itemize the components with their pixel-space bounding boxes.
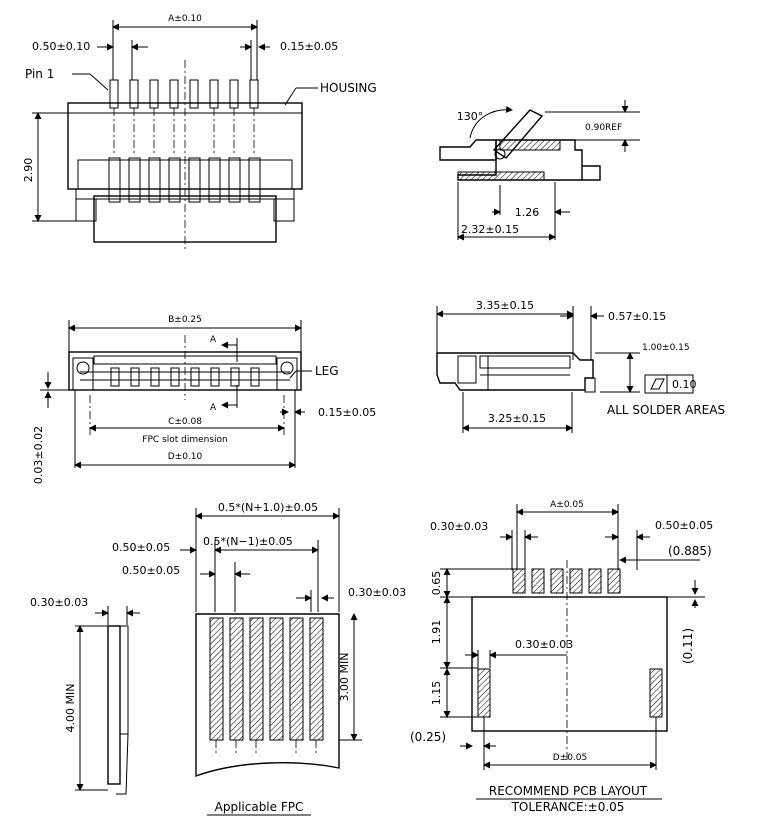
fpc-view: 0.30±0.03 4.00 MIN 0.5*(N+1.0)±0.05 0.5*…: [30, 501, 406, 816]
front-dim-c: C±0.08: [168, 417, 202, 427]
fpc-dim-inner: 0.5*(N−1)±0.05: [203, 535, 293, 548]
pcb-dim-191: 1.91: [430, 620, 443, 645]
side-view: 130° 0.90REF 1.26 2.32±0.15: [439, 100, 640, 241]
housing-label: HOUSING: [320, 81, 377, 95]
front-dim-leg: 0.15±0.05: [318, 406, 376, 419]
solder-note: ALL SOLDER AREAS: [607, 403, 725, 417]
pcb-dim-0885: (0.885): [668, 544, 712, 558]
side2-dim-100: 1.00±0.15: [642, 343, 690, 353]
front-view: B±0.25 A A LEG C±0.08 FPC: [32, 315, 376, 484]
fpc-slot-label: FPC slot dimension: [142, 435, 227, 445]
pcb-dim-065: 0.65: [430, 571, 443, 596]
pcb-dim-d: D±0.05: [553, 753, 588, 763]
fpc-dim-050b: 0.50±0.05: [122, 564, 180, 577]
fpc-dim-050a: 0.50±0.05: [112, 541, 170, 554]
top-pins: [109, 79, 259, 109]
front-dim-003: 0.03±0.02: [32, 426, 45, 484]
front-dim-b: B±0.25: [168, 315, 202, 325]
side-dim-ref: 0.90REF: [585, 123, 622, 133]
side-dim-126: 1.26: [515, 206, 540, 219]
pcb-dim-025: (0.25): [410, 730, 446, 744]
section-a-bottom: A: [210, 403, 217, 413]
pcb-tolerance: TOLERANCE:±0.05: [511, 800, 625, 814]
fpc-dim-300min: 3.00 MIN: [338, 653, 351, 702]
flatness-value: 0.10: [672, 378, 697, 391]
pcb-dim-030a: 0.30±0.03: [430, 520, 488, 533]
top-dim-pitch: 0.50±0.10: [32, 40, 90, 53]
bottom-pins: [108, 157, 261, 203]
pcb-dim-030b: 0.30±0.03: [515, 638, 573, 651]
side2-dim-335: 3.35±0.15: [476, 299, 534, 312]
pin1-label: Pin 1: [25, 67, 54, 81]
fpc-caption: Applicable FPC: [215, 800, 304, 814]
pcb-dim-011: (0.11): [681, 628, 695, 664]
fpc-dim-thickness: 0.30±0.03: [30, 596, 88, 609]
pcb-dim-115: 1.15: [430, 681, 443, 706]
side2-dim-325: 3.25±0.15: [488, 412, 546, 425]
side-view-closed: 3.35±0.15 0.57±0.15 1.00±0.15 0.10 ALL S…: [436, 299, 725, 433]
pcb-dim-a: A±0.05: [550, 500, 584, 510]
pcb-layout-view: A±0.05 0.30±0.03 0.50±0.05 (0.885) 0.65 …: [410, 500, 713, 814]
side2-dim-057: 0.57±0.15: [608, 310, 666, 323]
fpc-dim-400min: 4.00 MIN: [64, 684, 77, 733]
top-dim-pin-width: 0.15±0.05: [280, 40, 338, 53]
fpc-dim-width: 0.5*(N+1.0)±0.05: [218, 501, 318, 514]
top-dim-height: 2.90: [22, 158, 35, 183]
top-dim-a: A±0.10: [168, 14, 202, 24]
side-angle: 130°: [457, 110, 484, 123]
section-a-top: A: [210, 335, 217, 345]
top-view: A±0.10 0.50±0.10 0.15±0.05 Pin 1 HOUSING…: [22, 14, 377, 250]
side-dim-232: 2.32±0.15: [461, 223, 519, 236]
pcb-caption: RECOMMEND PCB LAYOUT: [489, 784, 648, 798]
fpc-dim-030: 0.30±0.03: [348, 586, 406, 599]
front-dim-d: D±0.10: [168, 452, 203, 462]
leg-label: LEG: [315, 364, 339, 378]
pcb-dim-050: 0.50±0.05: [655, 519, 713, 532]
